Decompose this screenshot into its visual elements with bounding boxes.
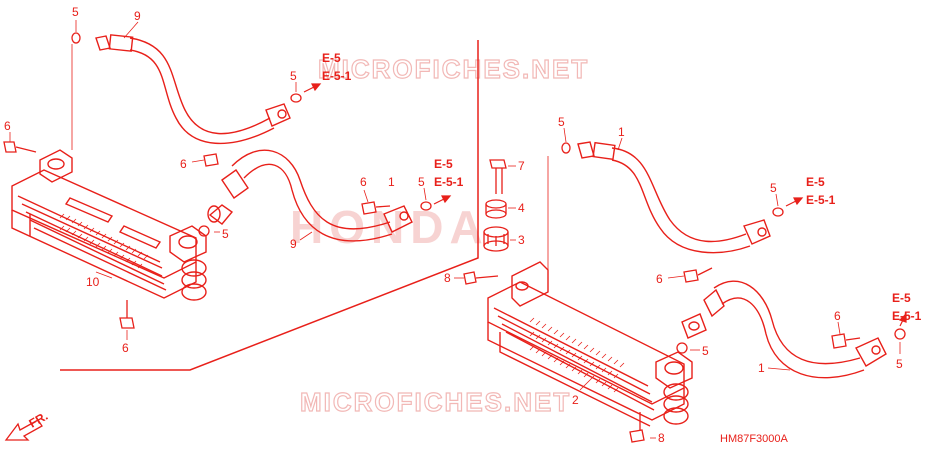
ref-e5-left-upper: E-5 (322, 51, 341, 65)
diagram-code: HM87F3000A (720, 433, 789, 445)
o-ring-5-top-left[interactable] (71, 32, 81, 44)
label-5-right-cooler: 5 (702, 344, 709, 358)
o-ring-5-right-lower-hose[interactable] (894, 328, 906, 340)
label-9-upper: 9 (134, 9, 141, 23)
front-direction-arrow: FR. (4, 409, 50, 441)
ref-e5-right-upper: E-5 (806, 175, 825, 189)
label-6-bottom-left: 6 (122, 341, 129, 355)
label-6-left: 6 (4, 119, 11, 133)
label-1-lower: 1 (758, 361, 765, 375)
ref-e5-left-lower: E-5 (434, 157, 453, 171)
watermark-bottom: MICROFICHES.NET (300, 387, 571, 417)
bolt-6-right-hose-end[interactable] (831, 333, 861, 349)
label-8-lower: 8 (658, 431, 665, 445)
oil-hose-9-lower[interactable] (207, 149, 413, 242)
ref-e5-right-lower: E-5 (892, 291, 911, 305)
grommet-3[interactable] (483, 226, 509, 252)
label-5-right-top: 5 (558, 115, 565, 129)
oil-hose-1-upper[interactable] (577, 141, 771, 254)
watermark-top: MICROFICHES.NET (318, 54, 589, 84)
ref-e51-right-lower: E-5-1 (892, 309, 922, 323)
label-9-lower: 9 (290, 237, 297, 251)
bolt-7[interactable] (489, 159, 507, 194)
label-6-right-hose-end: 6 (834, 309, 841, 323)
oil-cooler-left[interactable] (11, 149, 207, 301)
bolt-6-bottom-left[interactable] (119, 300, 135, 329)
label-5-right-upper-hose: 5 (770, 181, 777, 195)
ref-e51-left-lower: E-5-1 (434, 175, 464, 189)
left-oil-cooler-assembly: 5 9 6 6 5 E-5 E-5-1 5 9 6 1 5 E-5 E-5-1 … (3, 5, 464, 355)
label-5-lower-hose: 5 (418, 175, 425, 189)
label-1-upper: 1 (618, 125, 625, 139)
o-ring-5-lower-hose[interactable] (420, 201, 432, 211)
bolt-6-hose-end[interactable] (361, 201, 391, 215)
collar-4[interactable] (485, 199, 507, 219)
o-ring-5-upper-hose[interactable] (290, 93, 302, 103)
oil-hose-9-upper[interactable] (95, 34, 291, 145)
o-ring-5-right-upper-hose[interactable] (772, 207, 784, 217)
o-ring-5-right-top[interactable] (561, 142, 571, 154)
label-2-cooler: 2 (572, 393, 579, 407)
label-7: 7 (518, 159, 525, 173)
label-5-right-lower-hose: 5 (896, 357, 903, 371)
label-6-hose-end: 6 (360, 175, 367, 189)
label-1-hose-end: 1 (388, 175, 395, 189)
label-8-upper: 8 (444, 271, 451, 285)
bolt-6-right-upper[interactable] (683, 267, 713, 283)
label-5-cooler-left: 5 (222, 227, 229, 241)
oil-cooler-right[interactable] (487, 261, 693, 427)
mount-hardware (463, 159, 509, 285)
label-6-hose-bracket: 6 (180, 157, 187, 171)
right-oil-cooler-assembly: 5 1 5 E-5 E-5-1 6 6 E-5 E-5-1 5 1 5 2 8 (487, 115, 922, 445)
assembly-divider-line (60, 40, 479, 371)
bolt-8-upper[interactable] (463, 271, 499, 285)
bolt-6-hose-bracket[interactable] (203, 153, 219, 167)
bolt-8-lower[interactable] (629, 412, 645, 443)
bolt-6-cooler-left[interactable] (3, 141, 37, 153)
label-4: 4 (518, 201, 525, 215)
honda-watermark: HONDA (290, 201, 489, 253)
o-ring-5-cooler-left[interactable] (198, 225, 210, 237)
label-3: 3 (518, 233, 525, 247)
label-10-cooler: 10 (86, 275, 100, 289)
label-5-top-left: 5 (72, 5, 79, 19)
label-5-upper-hose: 5 (290, 69, 297, 83)
oil-hose-1-lower[interactable] (681, 280, 887, 379)
o-ring-5-right-cooler[interactable] (676, 342, 688, 354)
label-6-right-upper: 6 (656, 272, 663, 286)
ref-e51-right-upper: E-5-1 (806, 193, 836, 207)
ref-e51-left-upper: E-5-1 (322, 69, 352, 83)
